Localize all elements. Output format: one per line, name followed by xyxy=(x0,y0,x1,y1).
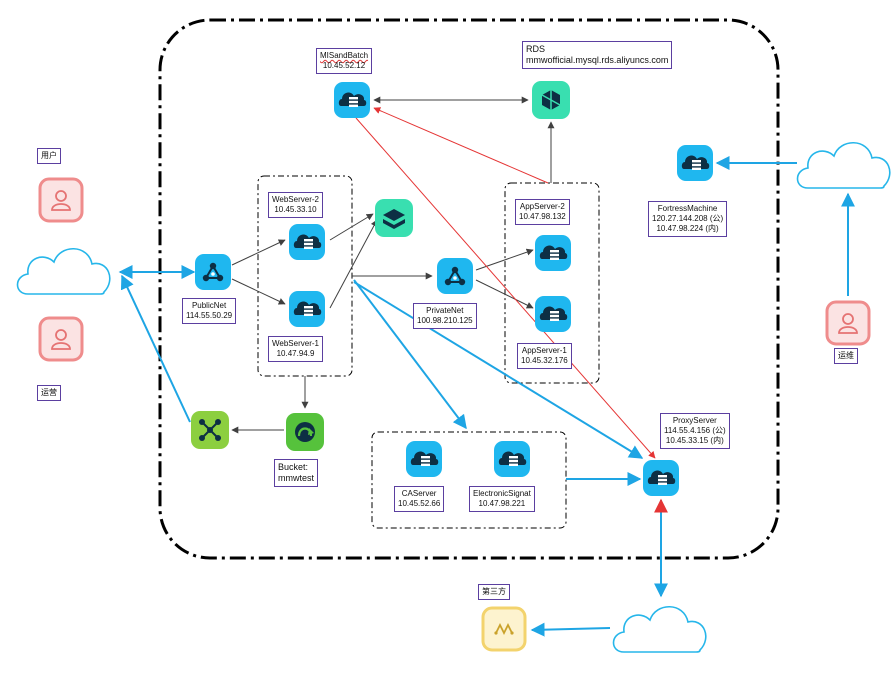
ops-right-label: 运维 xyxy=(834,348,858,364)
appserver-2-icon xyxy=(535,235,571,271)
appserver-1-icon xyxy=(535,296,571,332)
ops-admin-icon xyxy=(825,300,871,346)
nat-gateway-icon xyxy=(191,411,229,449)
bucket-label: Bucket:mmwtest xyxy=(274,459,318,487)
link-publicnet-web2 xyxy=(231,239,286,266)
link-privatenet-app2 xyxy=(475,248,534,271)
third-party-icon xyxy=(481,606,527,652)
link-publicnet-web1 xyxy=(231,278,286,305)
link-web2-layer xyxy=(329,213,374,241)
ops-left-label: 运营 xyxy=(37,385,61,401)
signing-server-group xyxy=(371,431,567,529)
layers-icon xyxy=(375,199,413,237)
user-label: 用户 xyxy=(37,148,61,164)
rds-database-icon xyxy=(532,81,570,119)
privatenet-hub-icon xyxy=(436,257,474,295)
ops-user-icon xyxy=(38,316,84,362)
electronic-signat-icon xyxy=(494,441,530,477)
link-privatenet-app1 xyxy=(475,279,534,309)
misandbatch-server-icon xyxy=(334,82,370,118)
user-icon xyxy=(38,177,84,223)
third-party-label: 第三方 xyxy=(478,584,510,600)
webserver-1-icon xyxy=(289,291,325,327)
link-cloud-thirdparty xyxy=(530,622,611,637)
vpc-boundary xyxy=(158,18,780,560)
link-web1-layer xyxy=(329,219,378,309)
link-web-signing xyxy=(353,279,467,430)
link-web-proxy xyxy=(353,281,644,459)
internet-cloud-right-icon xyxy=(796,141,891,189)
caserver-icon xyxy=(406,441,442,477)
app-server-group xyxy=(504,182,600,384)
internet-cloud-bottom-icon xyxy=(612,605,707,653)
proxy-server-icon xyxy=(643,460,679,496)
link-app-batch-red xyxy=(373,107,549,184)
webserver-2-icon xyxy=(289,224,325,260)
link-batch-proxy-red xyxy=(355,117,656,459)
link-nat-cloud xyxy=(120,274,191,423)
fortress-server-icon xyxy=(677,145,713,181)
internet-cloud-left-icon xyxy=(16,247,111,295)
bucket-icon xyxy=(286,413,324,451)
publicnet-hub-icon xyxy=(194,253,232,291)
